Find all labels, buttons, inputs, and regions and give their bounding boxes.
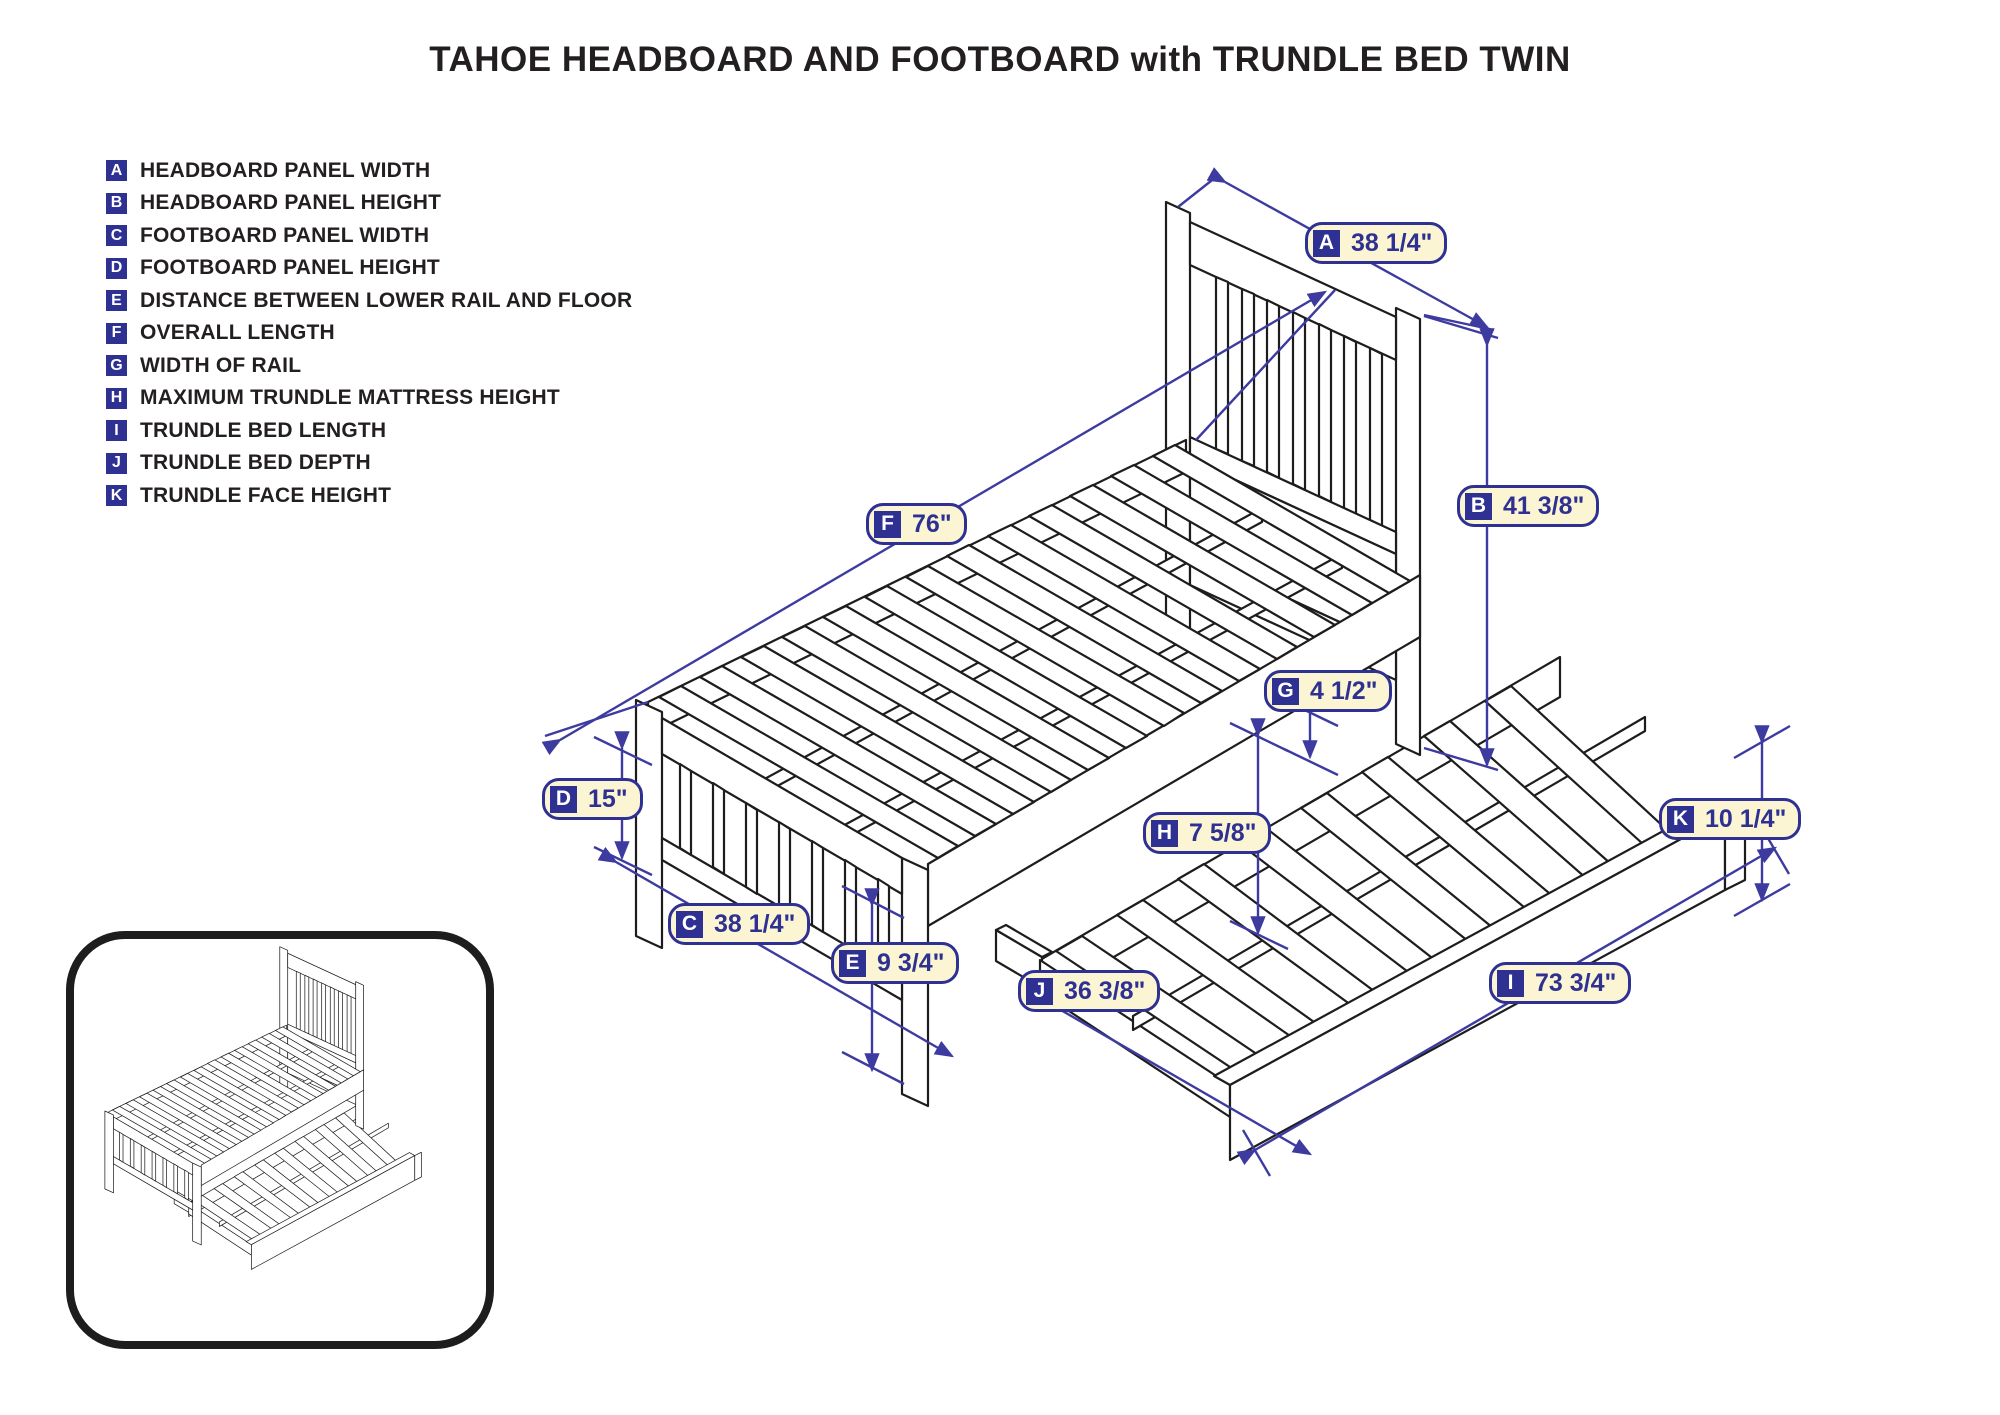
dim-badge-h: H [1151, 819, 1178, 847]
dim-badge-g: G [1272, 677, 1299, 705]
legend-item-a: A HEADBOARD PANEL WIDTH [106, 158, 632, 182]
dim-value-g: 4 1/2" [1310, 676, 1378, 705]
legend-item-f: F OVERALL LENGTH [106, 321, 632, 344]
legend-item-j: J TRUNDLE BED DEPTH [106, 451, 632, 474]
dim-badge-c: C [676, 910, 703, 938]
legend-item-i: I TRUNDLE BED LENGTH [106, 418, 632, 442]
legend-badge-j: J [106, 452, 127, 474]
inset-assembled-view [66, 931, 494, 1349]
legend-badge-a: A [106, 160, 127, 181]
legend-label: FOOTBOARD PANEL WIDTH [140, 223, 430, 247]
dim-badge-f: F [874, 510, 901, 538]
dim-label-f: F 76" [866, 503, 967, 545]
legend-badge-d: D [106, 257, 127, 279]
legend-label: MAXIMUM TRUNDLE MATTRESS HEIGHT [140, 386, 560, 409]
legend-badge-i: I [106, 420, 127, 441]
dim-value-c: 38 1/4" [714, 909, 796, 938]
dim-label-c: C 38 1/4" [668, 903, 811, 945]
legend-item-h: H MAXIMUM TRUNDLE MATTRESS HEIGHT [106, 386, 632, 409]
legend-label: TRUNDLE FACE HEIGHT [140, 483, 392, 507]
legend-item-b: B HEADBOARD PANEL HEIGHT [106, 191, 632, 214]
dim-label-b: B 41 3/8" [1457, 485, 1600, 527]
legend-badge-b: B [106, 192, 127, 214]
dim-value-e: 9 3/4" [877, 948, 945, 977]
legend-label: FOOTBOARD PANEL HEIGHT [140, 256, 440, 279]
dim-badge-j: J [1026, 977, 1053, 1005]
legend-badge-f: F [106, 322, 127, 344]
legend-badge-k: K [106, 485, 127, 506]
dim-value-f: 76" [912, 509, 952, 538]
dim-label-j: J 36 3/8" [1018, 970, 1161, 1012]
dim-value-b: 41 3/8" [1503, 491, 1585, 520]
legend-item-k: K TRUNDLE FACE HEIGHT [106, 483, 632, 507]
dim-badge-b: B [1465, 492, 1492, 520]
dim-label-g: G 4 1/2" [1264, 670, 1393, 712]
page-title: TAHOE HEADBOARD AND FOOTBOARD with TRUND… [429, 40, 1571, 79]
legend-label: TRUNDLE BED DEPTH [140, 451, 371, 474]
dim-badge-e: E [839, 949, 866, 977]
legend-label: DISTANCE BETWEEN LOWER RAIL AND FLOOR [140, 288, 633, 312]
legend-item-c: C FOOTBOARD PANEL WIDTH [106, 223, 632, 247]
dim-value-j: 36 3/8" [1064, 976, 1146, 1005]
dim-value-d: 15" [588, 784, 628, 813]
dim-value-k: 10 1/4" [1705, 804, 1787, 833]
dim-label-e: E 9 3/4" [831, 942, 960, 984]
legend-label: OVERALL LENGTH [140, 321, 335, 344]
legend-label: WIDTH OF RAIL [140, 353, 302, 377]
legend-badge-g: G [106, 355, 127, 376]
dim-label-h: H 7 5/8" [1143, 812, 1272, 854]
dim-badge-d: D [550, 785, 577, 813]
legend-badge-h: H [106, 387, 127, 409]
legend-item-d: D FOOTBOARD PANEL HEIGHT [106, 256, 632, 279]
dim-label-a: A 38 1/4" [1305, 222, 1448, 264]
legend-label: HEADBOARD PANEL WIDTH [140, 158, 431, 182]
dim-badge-k: K [1667, 805, 1694, 833]
legend-badge-e: E [106, 290, 127, 311]
dim-value-a: 38 1/4" [1351, 228, 1433, 257]
legend-item-g: G WIDTH OF RAIL [106, 353, 632, 377]
legend-badge-c: C [106, 225, 127, 246]
legend-item-e: E DISTANCE BETWEEN LOWER RAIL AND FLOOR [106, 288, 633, 312]
dim-label-k: K 10 1/4" [1659, 798, 1802, 840]
legend-label: TRUNDLE BED LENGTH [140, 418, 387, 442]
dim-label-d: D 15" [542, 778, 643, 820]
dim-badge-a: A [1313, 229, 1340, 257]
dim-badge-i: I [1497, 969, 1524, 997]
dimension-legend: A HEADBOARD PANEL WIDTH B HEADBOARD PANEL … [106, 158, 633, 518]
dim-label-i: I 73 3/4" [1489, 962, 1632, 1004]
legend-label: HEADBOARD PANEL HEIGHT [140, 191, 442, 214]
dim-value-h: 7 5/8" [1189, 818, 1257, 847]
dim-value-i: 73 3/4" [1535, 968, 1617, 997]
